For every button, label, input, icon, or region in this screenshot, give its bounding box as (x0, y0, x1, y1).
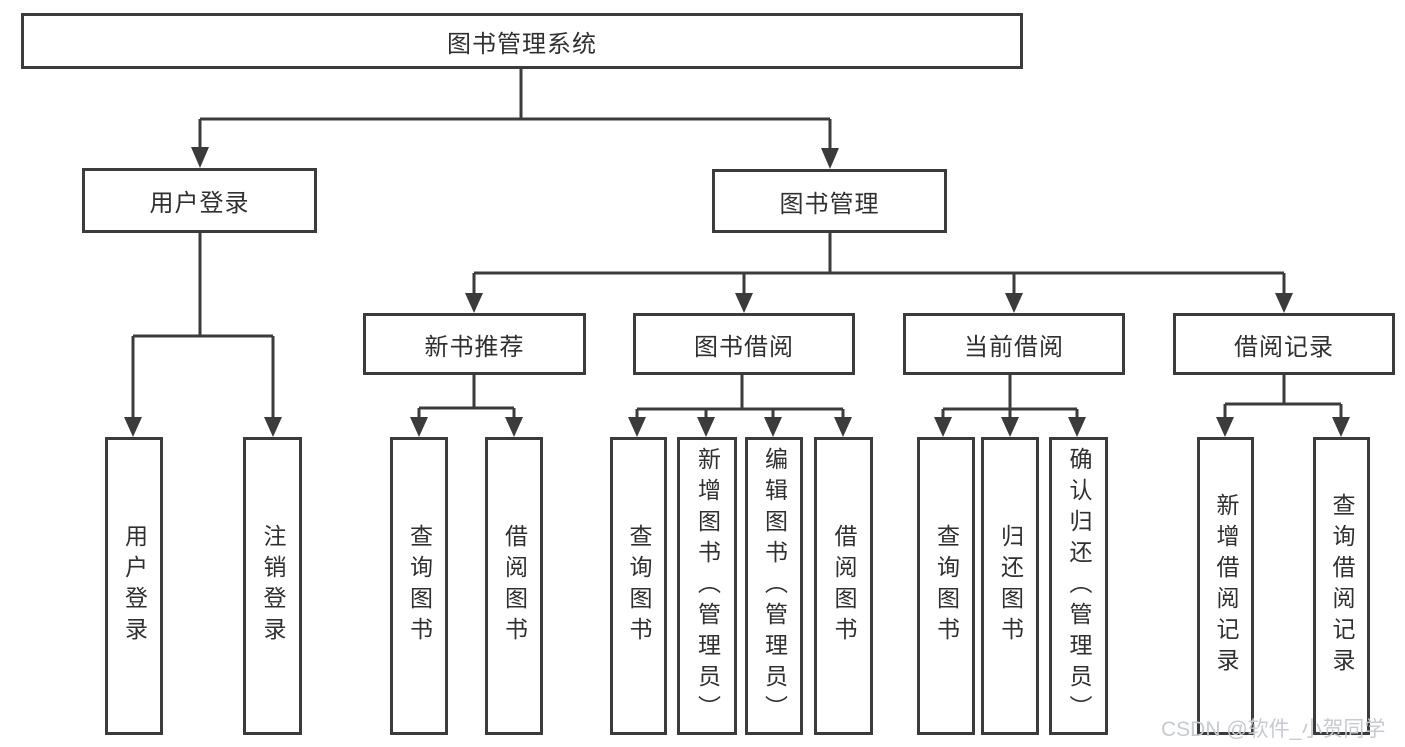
node-root-library-system: 图书管理系统 (21, 13, 1023, 69)
leaf-confirm-return-admin-label: 确认归还（管理员） (1066, 446, 1092, 726)
leaf-query-books-current-label: 查询图书 (933, 524, 960, 648)
leaf-query-books-recommend: 查询图书 (390, 437, 448, 735)
leaf-add-borrow-record: 新增借阅记录 (1197, 437, 1254, 735)
leaf-query-books-borrow: 查询图书 (610, 437, 667, 735)
leaf-query-books-borrow-label: 查询图书 (626, 524, 652, 648)
leaf-confirm-return-admin: 确认归还（管理员） (1049, 437, 1108, 735)
leaf-edit-book-admin: 编辑图书（管理员） (745, 437, 803, 735)
leaf-add-book-admin: 新增图书（管理员） (677, 437, 737, 735)
node-current-borrow: 当前借阅 (903, 313, 1125, 375)
node-user-login: 用户登录 (82, 168, 317, 233)
leaf-borrow-books-recommend-label: 借阅图书 (501, 524, 528, 648)
csdn-watermark: CSDN @软件_小贺同学 (1161, 718, 1386, 741)
leaf-add-borrow-record-label: 新增借阅记录 (1213, 493, 1239, 679)
node-borrow-records: 借阅记录 (1173, 313, 1395, 375)
leaf-query-borrow-record-label: 查询借阅记录 (1329, 493, 1355, 679)
leaf-return-book: 归还图书 (981, 437, 1039, 735)
node-new-book-recommend: 新书推荐 (363, 313, 586, 375)
leaf-borrow-books-2: 借阅图书 (814, 437, 873, 735)
leaf-return-book-label: 归还图书 (997, 524, 1024, 648)
leaf-query-borrow-record: 查询借阅记录 (1313, 437, 1370, 735)
leaf-user-login-label: 用户登录 (121, 524, 148, 648)
node-book-management: 图书管理 (712, 169, 947, 233)
leaf-query-books-recommend-label: 查询图书 (406, 524, 433, 648)
leaf-query-books-current: 查询图书 (917, 437, 975, 735)
leaf-edit-book-admin-label: 编辑图书（管理员） (761, 446, 788, 726)
leaf-borrow-books-recommend: 借阅图书 (485, 437, 543, 735)
leaf-logout: 注销登录 (243, 437, 302, 735)
leaf-borrow-books-2-label: 借阅图书 (831, 524, 857, 648)
node-book-borrow: 图书借阅 (633, 313, 855, 375)
leaf-user-login: 用户登录 (105, 437, 163, 735)
leaf-add-book-admin-label: 新增图书（管理员） (694, 446, 721, 726)
leaf-logout-label: 注销登录 (260, 524, 286, 648)
